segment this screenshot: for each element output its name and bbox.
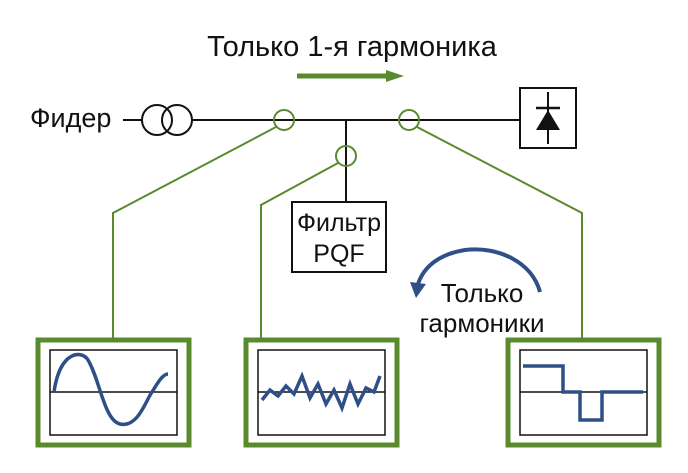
circular-arrow-icon bbox=[410, 247, 542, 298]
harmonics-label-line1: Только bbox=[441, 278, 524, 308]
diode-icon bbox=[519, 87, 577, 149]
filter-label-line2: PQF bbox=[313, 240, 364, 268]
square-wave-panel bbox=[505, 337, 662, 448]
title-label: Только 1-я гармоника bbox=[207, 31, 498, 63]
sine-wave-panel bbox=[35, 337, 192, 448]
pqf-filter-box: Фильтр PQF bbox=[291, 201, 387, 273]
transformer-icon bbox=[141, 104, 193, 136]
square-wave bbox=[523, 364, 643, 422]
sine-wave bbox=[52, 352, 169, 426]
filter-label-line1: Фильтр bbox=[297, 209, 381, 237]
measurement-leads bbox=[112, 126, 583, 349]
harmonics-label-line2: гармоники bbox=[420, 308, 545, 338]
distorted-wave bbox=[260, 371, 382, 413]
current-transformer-icon bbox=[273, 109, 420, 167]
arrow-right-icon bbox=[297, 70, 404, 82]
distorted-wave-panel bbox=[243, 337, 400, 448]
feeder-label: Фидер bbox=[30, 103, 111, 133]
